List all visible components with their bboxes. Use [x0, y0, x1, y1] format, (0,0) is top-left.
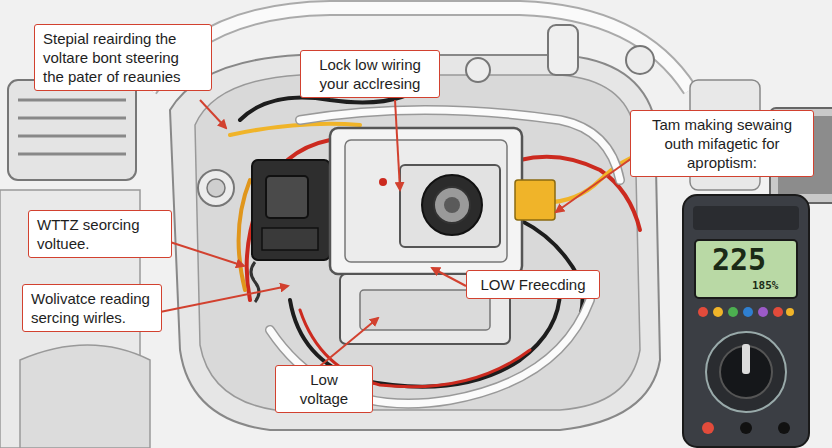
- connector-block-part: [252, 160, 330, 260]
- meter-reading: 225: [712, 242, 766, 277]
- callout-box: Tam making sewaing outh mifagetic for ap…: [630, 110, 814, 177]
- multimeter-part: [695, 240, 797, 298]
- leader-arrows-part: [432, 268, 466, 286]
- column-housing: [330, 128, 555, 344]
- multimeter-part: [713, 307, 723, 317]
- leader-arrows-part: [160, 286, 288, 312]
- multimeter-part: [683, 195, 809, 447]
- column-housing-part: [379, 178, 387, 186]
- multimeter-part: [758, 307, 768, 317]
- dash-frame: [170, 55, 660, 430]
- callout-text: Low voltage: [284, 370, 364, 408]
- callout-box: WTTZ seorcing voltuee.: [28, 210, 172, 258]
- callout-text: Wolivatce reading sercing wirles.: [31, 289, 153, 327]
- callout-box: Stepial reairding the voltare bont steer…: [34, 24, 212, 91]
- callout-text: Lock low wiring your acclresing: [309, 55, 431, 93]
- callout-box: Lock low wiring your acclresing: [300, 50, 440, 98]
- leader-arrows-part: [170, 242, 244, 266]
- column-housing-part: [400, 165, 500, 247]
- multimeter-part: [728, 307, 738, 317]
- callout-text: LOW Freecding: [475, 275, 591, 294]
- callout-box: LOW Freecding: [466, 270, 600, 299]
- connector-block-part: [266, 176, 308, 218]
- leader-arrows: [160, 100, 632, 366]
- wire-harness: [230, 80, 650, 404]
- stalk-knobs-part: [466, 58, 490, 82]
- multimeter: [683, 195, 809, 447]
- stalk-knobs-part: [198, 170, 234, 206]
- callout-text: WTTZ seorcing voltuee.: [37, 215, 163, 253]
- left-vent-part: [18, 135, 126, 138]
- multimeter-part: [773, 307, 783, 317]
- column-housing-part: [444, 197, 460, 213]
- multimeter-part: [702, 422, 714, 434]
- multimeter-part: [693, 206, 799, 230]
- wire-harness-part: [247, 140, 330, 300]
- multimeter-part: [698, 307, 708, 317]
- meter-subreading: 185%: [752, 279, 779, 292]
- stalk-knobs-part: [548, 25, 578, 75]
- column-housing-part: [515, 180, 555, 220]
- column-housing-part: [330, 128, 522, 274]
- dash-frame-part: [195, 75, 640, 410]
- callout-text: Stepial reairding the voltare bont steer…: [43, 29, 203, 86]
- multimeter-part: [740, 422, 752, 434]
- wire-harness-part: [239, 180, 250, 290]
- left-vent-part: [18, 153, 126, 156]
- stalk-knobs-part: [207, 179, 225, 197]
- left-vent: [0, 80, 150, 448]
- leader-arrows-part: [200, 100, 226, 128]
- callout-box: Wolivatce reading sercing wirles.: [22, 284, 162, 332]
- left-vent-part: [20, 345, 150, 448]
- callout-text: Tam making sewaing outh mifagetic for ap…: [639, 115, 805, 172]
- left-vent-part: [8, 80, 136, 180]
- leader-arrows-part: [556, 158, 632, 212]
- multimeter-part: [743, 307, 753, 317]
- leader-arrows-part: [320, 318, 378, 366]
- leader-arrows-part: [395, 100, 400, 190]
- left-vent-part: [18, 117, 126, 120]
- connector-block-part: [251, 262, 259, 302]
- dash-frame-part: [170, 55, 660, 430]
- multimeter-part: [786, 308, 794, 316]
- left-vent-part: [18, 99, 126, 102]
- callout-box: Low voltage: [275, 365, 373, 413]
- column-housing-part: [422, 175, 482, 235]
- multimeter-part: [742, 344, 750, 374]
- connector-block-part: [262, 228, 318, 250]
- connector-block: [251, 160, 330, 302]
- multimeter-part: [706, 332, 786, 412]
- multimeter-part: [778, 422, 790, 434]
- column-housing-part: [345, 140, 507, 262]
- column-housing-part: [434, 187, 470, 223]
- stalk-knobs-part: [626, 46, 654, 74]
